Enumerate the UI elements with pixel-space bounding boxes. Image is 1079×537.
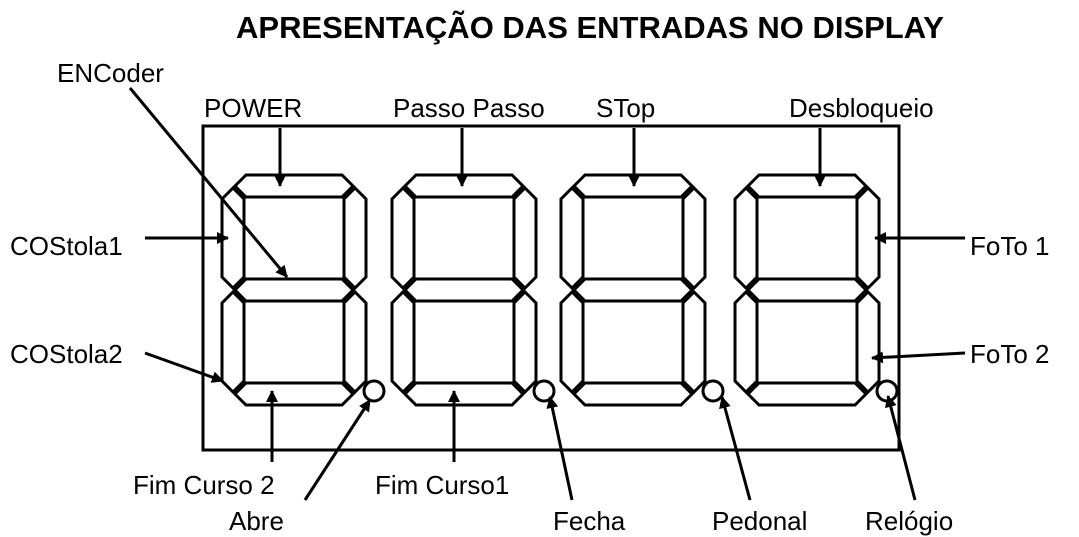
label-encoder: ENCoder — [57, 58, 164, 88]
segment-a — [232, 173, 356, 199]
segment-a — [745, 173, 869, 199]
segment-b — [681, 185, 707, 291]
segment-f — [733, 185, 759, 291]
segment-b — [342, 185, 368, 291]
decimal-point — [362, 379, 386, 403]
segment-c — [855, 289, 881, 395]
label-fim-curso2: Fim Curso 2 — [133, 470, 275, 500]
segment-b — [855, 185, 881, 291]
decimal-point — [701, 379, 725, 403]
segment-d — [745, 381, 869, 407]
digit-3 — [559, 173, 725, 407]
segment-g — [745, 277, 869, 303]
segment-c — [681, 289, 707, 395]
segment-e — [220, 289, 246, 395]
arrow-relogio — [884, 395, 917, 501]
segment-f — [559, 185, 585, 291]
label-stop: STop — [596, 93, 655, 123]
segment-f — [390, 185, 416, 291]
segment-b — [512, 185, 538, 291]
digit-1 — [220, 173, 386, 407]
arrow-fecha — [546, 396, 574, 501]
arrow-foto2 — [871, 351, 966, 364]
segment-d — [232, 381, 356, 407]
segment-e — [733, 289, 759, 395]
segment-g — [232, 277, 356, 303]
decimal-point — [532, 379, 556, 403]
label-costola1: COStola1 — [10, 231, 123, 261]
display-digits — [220, 173, 899, 407]
digit-2 — [390, 173, 556, 407]
segment-a — [402, 173, 526, 199]
label-foto2: FoTo 2 — [970, 339, 1050, 369]
diagram-title: APRESENTAÇÃO DAS ENTRADAS NO DISPLAY — [236, 10, 944, 45]
label-passo-passo: Passo Passo — [393, 93, 545, 123]
segment-e — [390, 289, 416, 395]
display-frame — [201, 124, 901, 452]
label-abre: Abre — [229, 506, 284, 536]
label-pedonal: Pedonal — [712, 506, 807, 536]
digit-4 — [733, 173, 899, 407]
arrow-pedonal — [719, 396, 752, 501]
segment-g — [571, 277, 695, 303]
label-costola2: COStola2 — [10, 339, 123, 369]
arrow-encoder — [128, 87, 289, 278]
segment-c — [512, 289, 538, 395]
label-foto1: FoTo 1 — [970, 231, 1050, 261]
label-fim-curso1: Fim Curso1 — [375, 470, 509, 500]
arrow-abre — [303, 399, 372, 501]
segment-d — [402, 381, 526, 407]
segment-c — [342, 289, 368, 395]
arrow-costola2 — [144, 351, 224, 383]
segment-d — [571, 381, 695, 407]
label-relogio: Relógio — [865, 506, 953, 536]
label-desbloqueio: Desbloqueio — [789, 93, 934, 123]
segment-e — [559, 289, 585, 395]
segment-g — [402, 277, 526, 303]
label-power: POWER — [204, 93, 302, 123]
label-fecha: Fecha — [553, 506, 626, 536]
